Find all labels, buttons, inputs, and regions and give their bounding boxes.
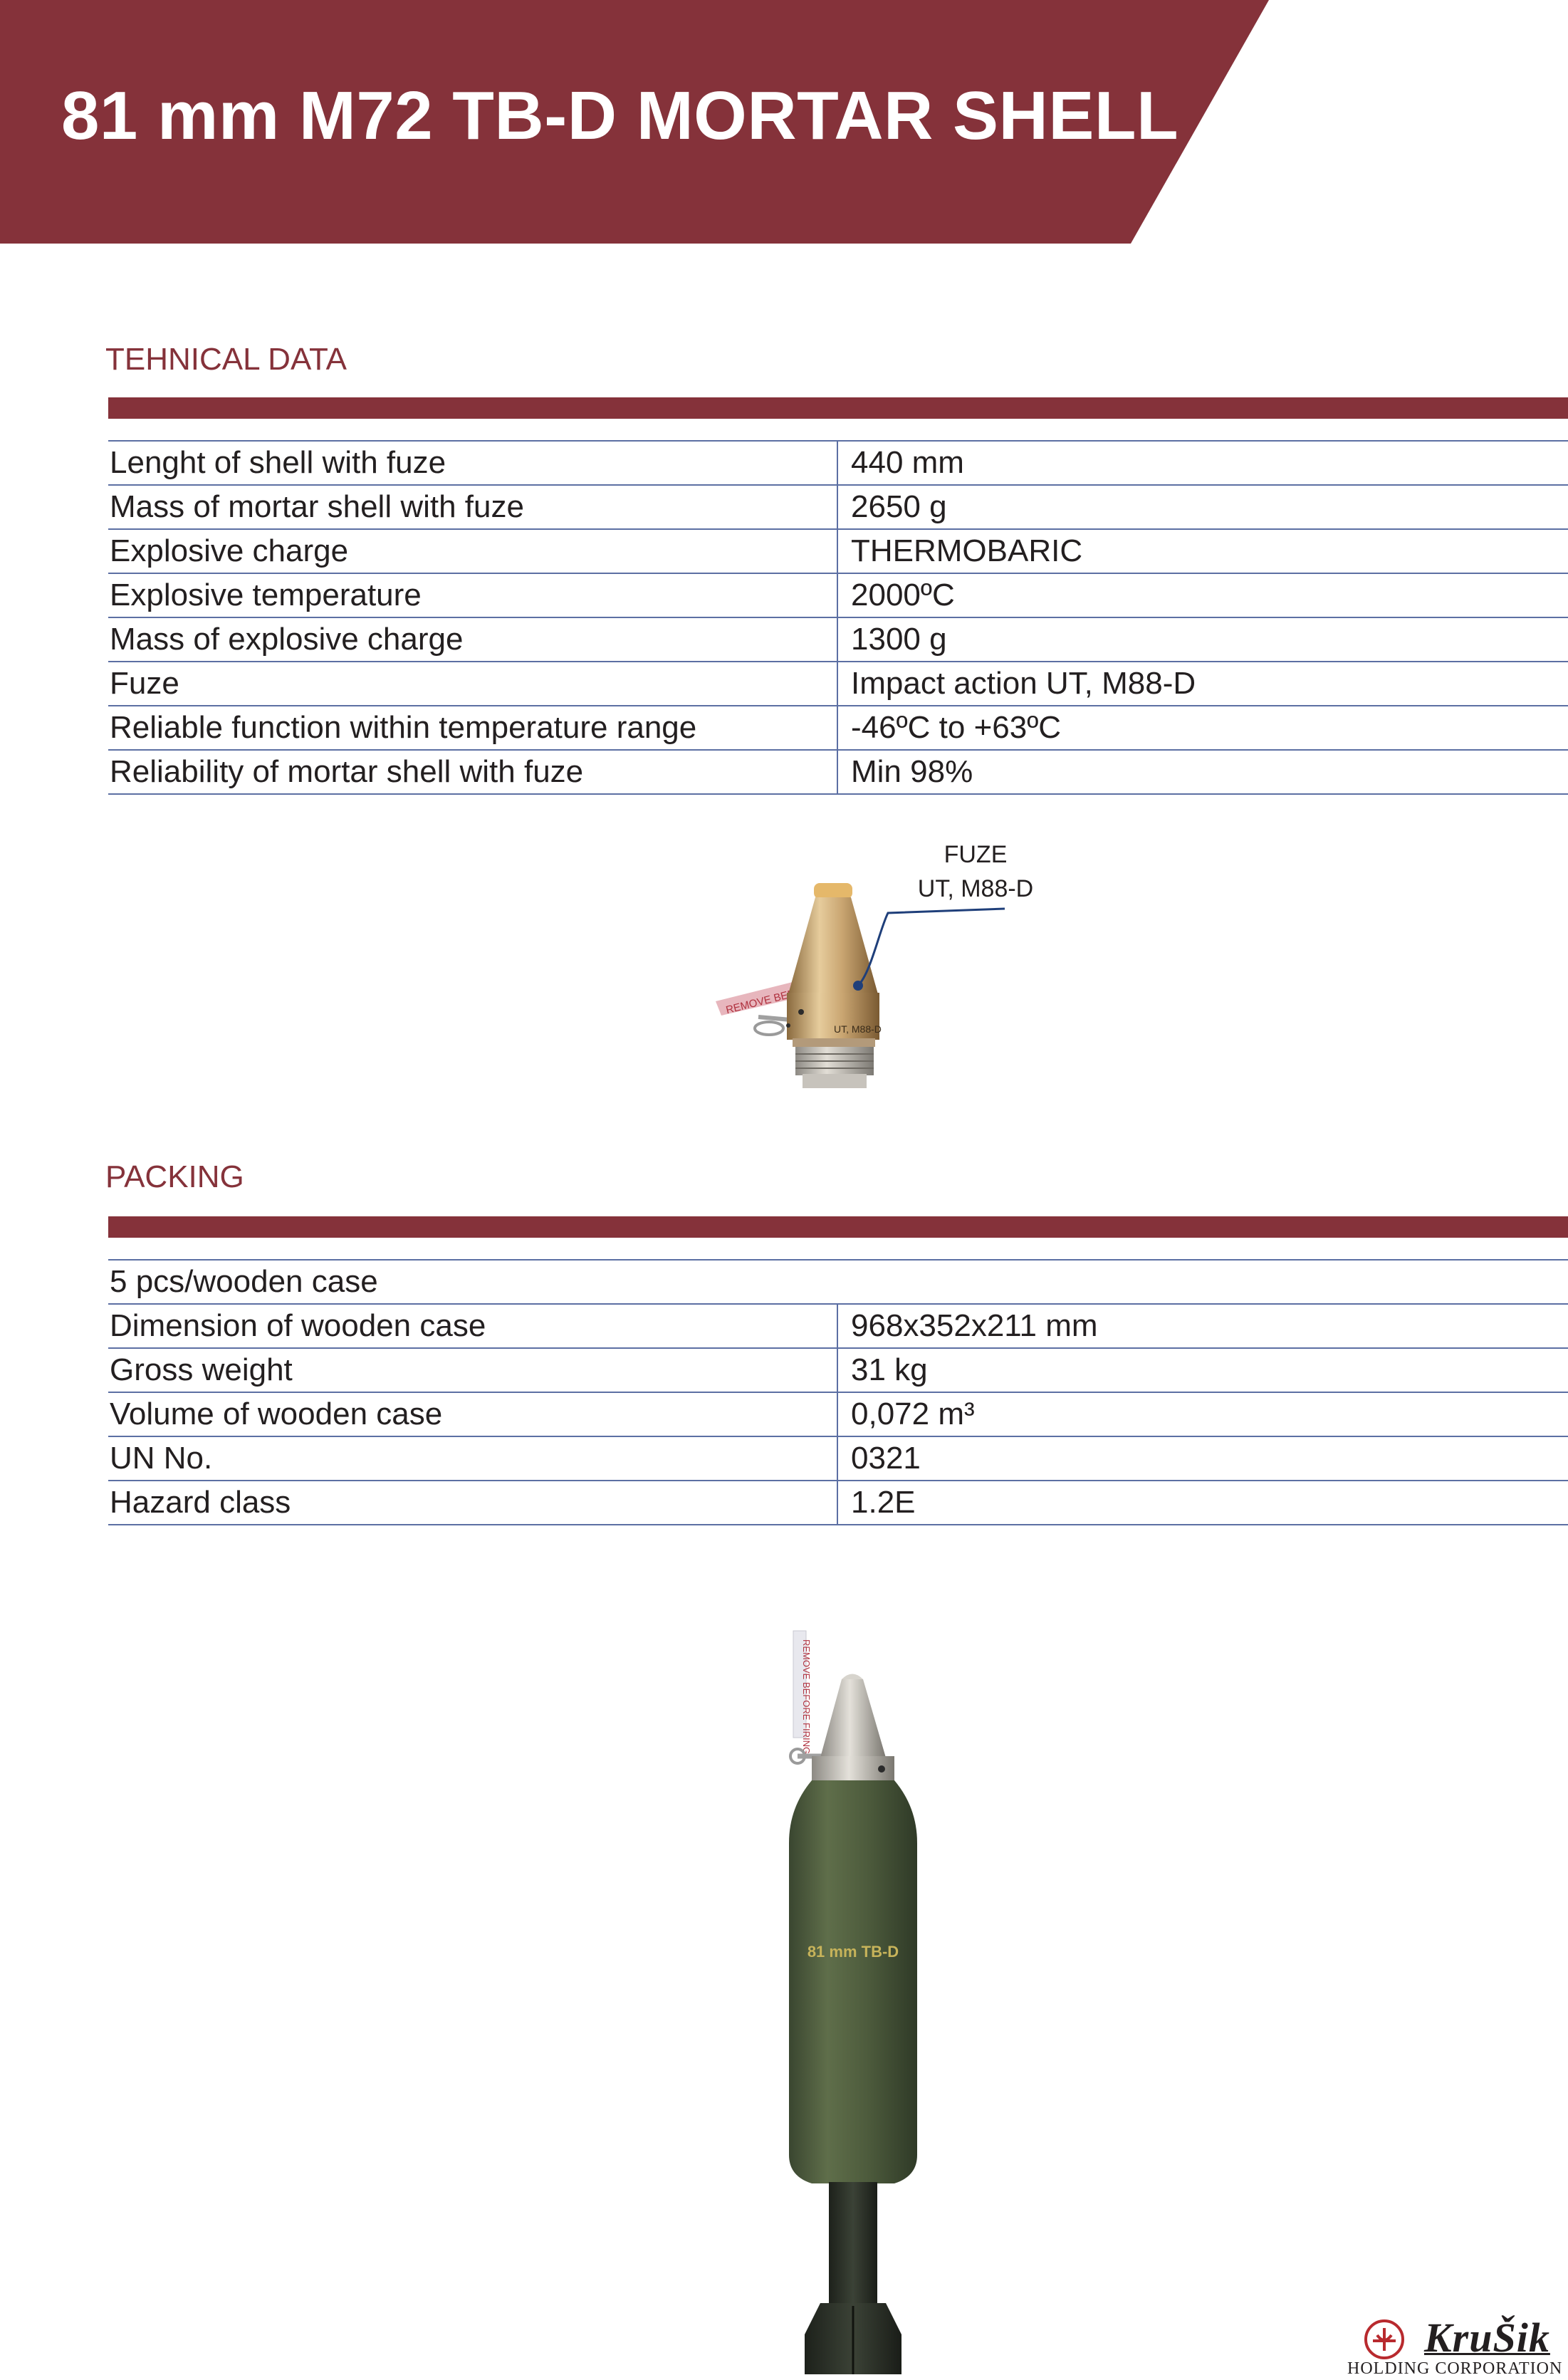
- spec-label: Hazard class: [108, 1480, 837, 1525]
- table-row: Lenght of shell with fuze 440 mm: [108, 440, 1568, 486]
- callout-dot: [853, 981, 863, 991]
- fuze-body-marking: UT, M88-D: [834, 1023, 882, 1035]
- table-row: Volume of wooden case 0,072 m³: [108, 1392, 1568, 1437]
- fuze-callout-line1: FUZE: [944, 841, 1008, 868]
- table-row: Fuze Impact action UT, M88-D: [108, 661, 1568, 706]
- table-row: Reliability of mortar shell with fuze Mi…: [108, 749, 1568, 795]
- technical-data-table: Lenght of shell with fuze 440 mm Mass of…: [108, 440, 1568, 795]
- spec-label: Dimension of wooden case: [108, 1303, 837, 1349]
- spec-value: 31 kg: [837, 1347, 1568, 1393]
- table-row: Explosive charge THERMOBARIC: [108, 528, 1568, 574]
- packing-table: 5 pcs/wooden case Dimension of wooden ca…: [108, 1259, 1568, 1525]
- spec-value: 0321: [837, 1436, 1568, 1481]
- company-logo: KruŠik HOLDING CORPORATION: [1344, 2311, 1568, 2380]
- spec-value: Impact action UT, M88-D: [837, 661, 1568, 706]
- table-row: 5 pcs/wooden case: [108, 1259, 1568, 1305]
- pin-tag-text: REMOVE BEFORE FIRING: [801, 1639, 812, 1754]
- callout-leader-line: [857, 907, 1005, 987]
- spec-label: Explosive charge: [108, 528, 837, 574]
- fuze-illustration: REMOVE BEFORE FIRING UT, M88-D: [716, 883, 1005, 1088]
- table-row: Hazard class 1.2E: [108, 1480, 1568, 1525]
- shell-body: [789, 1780, 917, 2183]
- packing-heading: PACKING: [105, 1159, 244, 1194]
- spec-value: 440 mm: [837, 440, 1568, 486]
- table-row: Dimension of wooden case 968x352x211 mm: [108, 1303, 1568, 1349]
- spec-label: Fuze: [108, 661, 837, 706]
- spec-value: -46ºC to +63ºC: [837, 705, 1568, 751]
- spec-label: Reliability of mortar shell with fuze: [108, 749, 837, 795]
- spec-label: Mass of explosive charge: [108, 617, 837, 662]
- shell-body-marking: 81 mm TB-D: [807, 1943, 899, 1961]
- logo-emblem-icon: [1364, 2319, 1404, 2359]
- fuze-body: UT, M88-D: [786, 883, 882, 1088]
- spec-value: Min 98%: [837, 749, 1568, 795]
- spec-value: 2650 g: [837, 484, 1568, 530]
- table-row: Explosive temperature 2000ºC: [108, 573, 1568, 618]
- fuze-callout-label: FUZE UT, M88-D: [897, 837, 1054, 906]
- technical-data-heading: TEHNICAL DATA: [105, 342, 347, 377]
- packing-summary: 5 pcs/wooden case: [108, 1259, 1568, 1305]
- table-row: Reliable function within temperature ran…: [108, 705, 1568, 751]
- spec-value: 2000ºC: [837, 573, 1568, 618]
- header-banner: [0, 0, 1269, 244]
- safety-pin-tag: REMOVE BEFORE FIRING: [789, 1630, 833, 1765]
- table-row: Mass of mortar shell with fuze 2650 g: [108, 484, 1568, 530]
- logo-name: KruŠik: [1424, 2314, 1550, 2361]
- spec-label: Gross weight: [108, 1347, 837, 1393]
- spec-label: UN No.: [108, 1436, 837, 1481]
- spec-label: Lenght of shell with fuze: [108, 440, 837, 486]
- shell-tail-boom: [829, 2182, 877, 2317]
- spec-value: 1300 g: [837, 617, 1568, 662]
- table-row: Mass of explosive charge 1300 g: [108, 617, 1568, 662]
- fuze-callout-line2: UT, M88-D: [917, 875, 1034, 902]
- spec-value: THERMOBARIC: [837, 528, 1568, 574]
- logo-subtitle: HOLDING CORPORATION: [1347, 2359, 1563, 2378]
- page-title: 81 mm M72 TB-D MORTAR SHELL: [61, 78, 1179, 154]
- table-row: Gross weight 31 kg: [108, 1347, 1568, 1393]
- spec-label: Explosive temperature: [108, 573, 837, 618]
- spec-value: 968x352x211 mm: [837, 1303, 1568, 1349]
- mortar-shell-illustration: REMOVE BEFORE FIRING 81 mm TB-D: [789, 1630, 917, 2374]
- spec-value: 0,072 m³: [837, 1392, 1568, 1437]
- table-row: UN No. 0321: [108, 1436, 1568, 1481]
- spec-label: Volume of wooden case: [108, 1392, 837, 1437]
- technical-data-divider: [108, 397, 1568, 419]
- packing-divider: [108, 1216, 1568, 1238]
- spec-label: Mass of mortar shell with fuze: [108, 484, 837, 530]
- spec-value: 1.2E: [837, 1480, 1568, 1525]
- spec-label: Reliable function within temperature ran…: [108, 705, 837, 751]
